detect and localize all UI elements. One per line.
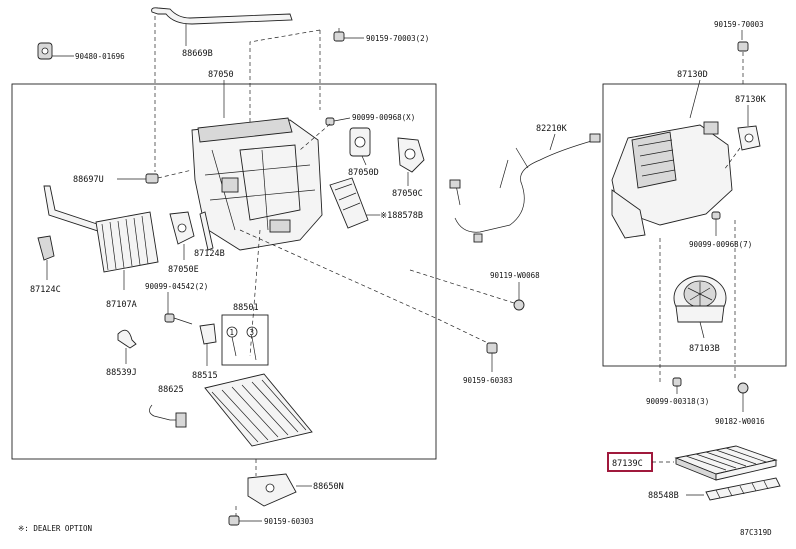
label-87124C: 87124C (30, 285, 61, 295)
switch-88515-part[interactable] (199, 323, 217, 345)
evaporator-part[interactable] (204, 373, 313, 447)
label-87050E: 87050E (168, 265, 199, 275)
clip-90480-01696-part[interactable] (37, 42, 53, 60)
label-90159-60303: 90159-60303 (264, 517, 314, 526)
footnote: ※: DEALER OPTION (18, 524, 92, 533)
harness-82210K-part[interactable] (454, 139, 596, 233)
svg-text:3: 3 (250, 328, 255, 337)
label-88697U: 88697U (73, 175, 104, 185)
label-90099-00318-3: 90099-00318(3) (646, 397, 709, 406)
label-90099-00968-x: 90099-00968(X) (352, 113, 415, 122)
screw-90159-70003-part[interactable] (737, 41, 749, 52)
label-88625: 88625 (158, 385, 184, 395)
label-90099-00968-7: 90099-00968(7) (689, 240, 752, 249)
label-90182-W0016: 90182-W0016 (715, 417, 765, 426)
label-88515: 88515 (192, 371, 218, 381)
label-90119-W0068: 90119-W0068 (490, 271, 540, 280)
label-82210K: 82210K (536, 124, 568, 134)
actuator-87050C-part[interactable] (397, 137, 425, 173)
pipe-87124C-part[interactable] (37, 185, 101, 261)
screw-90099-00968-7-part[interactable] (711, 211, 721, 220)
heater-unit-87050-part[interactable] (191, 117, 323, 251)
label-87130K: 87130K (735, 95, 767, 105)
marker-1: 1 (226, 326, 238, 338)
label-87050D: 87050D (348, 168, 379, 178)
actuator-87050D-part[interactable] (349, 127, 371, 157)
air-filter-87139C-part[interactable] (674, 445, 778, 481)
label-88548B: 88548B (648, 491, 679, 501)
heater-core-87107A-part[interactable] (95, 211, 159, 273)
label-90099-04542-2: 90099-04542(2) (145, 282, 208, 291)
label-87107A: 87107A (106, 300, 137, 310)
label-87124B: 87124B (194, 249, 225, 259)
label-87103B: 87103B (689, 344, 720, 354)
label-90159-70003: 90159-70003 (714, 20, 764, 29)
label-90159-60383: 90159-60383 (463, 376, 513, 385)
filter-88578B-part[interactable] (329, 177, 369, 229)
screw-90099-04542-2-part[interactable] (164, 313, 193, 325)
label-87050: 87050 (208, 70, 234, 80)
label-88578B: ※188578B (380, 211, 423, 221)
screw-90099-00968-x-part[interactable] (325, 117, 335, 126)
screw-90099-00318-3-part[interactable] (672, 377, 682, 387)
clip-88697U-part[interactable] (145, 173, 159, 184)
screw-90159-60383-part[interactable] (486, 342, 498, 354)
label-88539J: 88539J (106, 368, 137, 378)
label-90480-01696: 90480-01696 (75, 52, 125, 61)
seal-87124B-part[interactable] (199, 211, 214, 251)
blower-motor-87103B-part[interactable] (673, 275, 727, 323)
filter-88548B-part[interactable] (705, 477, 781, 501)
screw-90159-70003-2-part[interactable] (333, 28, 345, 42)
blower-unit-frame (602, 83, 787, 367)
label-87130D: 87130D (677, 70, 708, 80)
label-88650N: 88650N (313, 482, 344, 492)
label-88501: 88501 (233, 303, 259, 313)
actuator-87130K-part[interactable] (737, 125, 761, 151)
label-87139C[interactable]: 87139C (612, 459, 643, 469)
hose-88669B-part[interactable] (151, 7, 293, 25)
bolt-90119-W0068-part[interactable] (513, 299, 525, 311)
screw-90159-60303-part[interactable] (228, 515, 240, 526)
figure-code: 87C319D (740, 528, 772, 537)
thermistor-88539J-part[interactable] (117, 329, 137, 349)
label-87050C: 87050C (392, 189, 423, 199)
bolt-90182-W0016-part[interactable] (737, 382, 749, 394)
actuator-87050E-part[interactable] (169, 211, 195, 245)
svg-text:1: 1 (230, 328, 235, 337)
kit-88501-bracket (221, 314, 269, 366)
bracket-88650N-part[interactable] (247, 473, 297, 507)
blower-case-87130D-part[interactable] (611, 121, 733, 239)
label-88669B: 88669B (182, 49, 213, 59)
label-90159-70003-2: 90159-70003(2) (366, 34, 429, 43)
sensor-88625-part[interactable] (149, 404, 187, 428)
